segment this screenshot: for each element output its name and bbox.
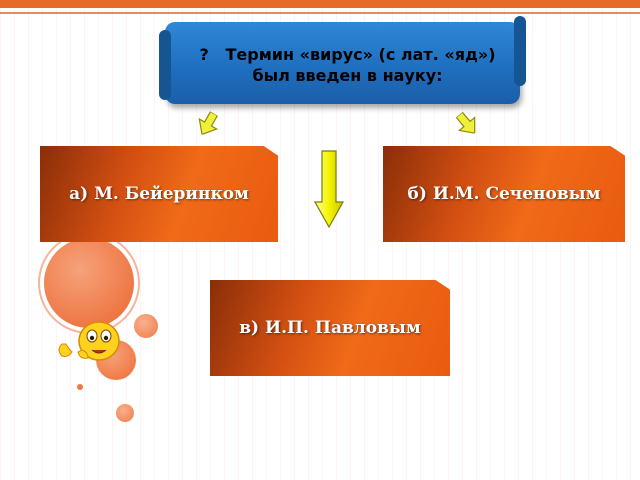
answer-a-button[interactable]: а) М. Бейеринком [40, 146, 278, 242]
decor-circle-small [116, 404, 134, 422]
question-label: Термин «вирус» (с лат. «яд») был введен … [225, 45, 496, 85]
decor-circle-large [44, 238, 134, 328]
answer-b-label: б) И.М. Сеченовым [407, 184, 601, 204]
decor-circle-tiny [77, 384, 83, 390]
question-scroll [159, 16, 526, 104]
question-mark: ? [199, 45, 209, 64]
arrow-down-icon [314, 150, 344, 228]
top-frame-bar [0, 0, 640, 8]
answer-a-label: а) М. Бейеринком [69, 184, 249, 204]
answer-c-label: в) И.П. Павловым [239, 318, 421, 338]
question-text: ? Термин «вирус» (с лат. «яд») был введе… [190, 44, 505, 86]
top-frame-line [0, 12, 640, 14]
decor-circle-small [134, 314, 158, 338]
arrow-small-icon [198, 110, 219, 136]
answer-c-button[interactable]: в) И.П. Павловым [210, 280, 450, 376]
answer-b-button[interactable]: б) И.М. Сеченовым [383, 146, 625, 242]
arrow-small-icon [455, 111, 476, 134]
smiley-icon [58, 321, 120, 361]
